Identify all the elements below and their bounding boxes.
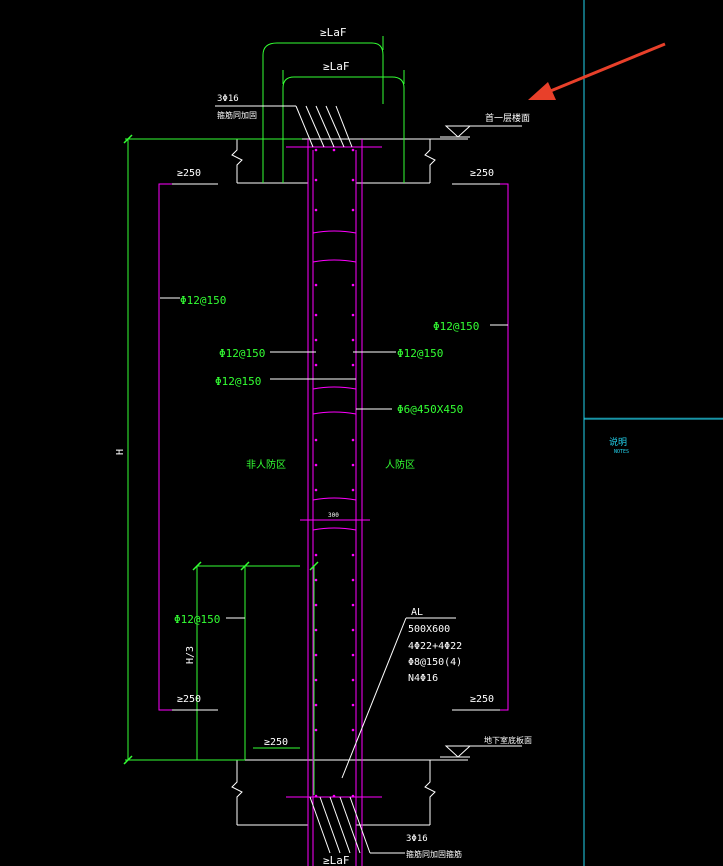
rebar-top-note: 箍筋同加固 [217, 110, 257, 120]
rebar-top-count: 3Φ16 [217, 94, 239, 104]
rebar-right-main: Φ12@150 [433, 320, 479, 333]
rebar-left-mid1: Φ12@150 [219, 347, 265, 360]
notes-title: 说明 [609, 436, 627, 448]
notes-subtitle: NOTES [614, 449, 629, 455]
red-arrow-icon [528, 42, 666, 100]
level-bottom-label: 地下室底板面 [484, 735, 532, 745]
laf-top-outer: ≥LaF [320, 26, 347, 39]
laf-top-inner: ≥LaF [323, 60, 350, 73]
level-top-label: 首一层楼面 [485, 112, 530, 124]
rebar-right-mid: Φ12@150 [397, 347, 443, 360]
title-panel [583, 0, 723, 866]
min250-bottom-left: ≥250 [177, 694, 201, 705]
level-triangle-icon-bottom [440, 745, 522, 758]
rebar-left-main: Φ12@150 [180, 294, 226, 307]
rebar-bottom-count: 3Φ16 [406, 834, 428, 844]
col-side: N4Φ16 [408, 673, 438, 684]
height-H3: H/3 [185, 646, 196, 664]
laf-bottom: ≥LaF [323, 854, 350, 866]
anchorage-bars [125, 36, 405, 795]
col-main: 4Φ22+4Φ22 [408, 641, 462, 652]
rebar-left-mid2: Φ12@150 [215, 375, 261, 388]
zone-left: 非人防区 [246, 458, 286, 471]
col-size: 500X600 [408, 624, 450, 635]
rebar-left-lower: Φ12@150 [174, 613, 220, 626]
min250-base: ≥250 [264, 737, 288, 748]
slab-bottom [228, 759, 468, 826]
wall-thickness: 300 [328, 512, 339, 519]
min250-bottom-right: ≥250 [470, 694, 494, 705]
rebar-dots [314, 148, 355, 798]
level-triangle-icon [440, 125, 522, 138]
min250-top-right: ≥250 [470, 168, 494, 179]
col-tag: AL [411, 607, 423, 618]
col-stirrup: Φ8@150(4) [408, 657, 462, 668]
side-rebar [158, 183, 509, 711]
slab-top [228, 138, 468, 184]
stirrup-label: Φ6@450X450 [397, 403, 463, 416]
rebar-bottom-note: 箍筋同加固箍筋 [406, 849, 462, 859]
min250-top-left: ≥250 [177, 168, 201, 179]
wall-section [286, 139, 382, 866]
dim-ticks [123, 134, 319, 765]
zone-right: 人防区 [385, 458, 415, 471]
height-H: H [115, 449, 126, 455]
leader-lines [160, 105, 508, 854]
